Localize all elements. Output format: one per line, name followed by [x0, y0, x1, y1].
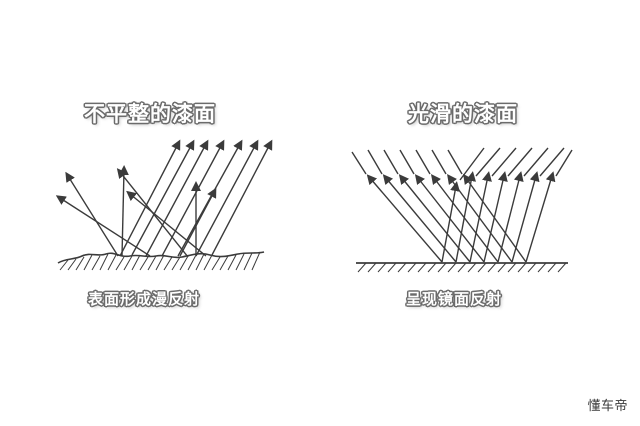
rough-surface-line	[57, 251, 265, 264]
smooth-surface-hatching	[357, 262, 567, 273]
watermark-text: 懂车帝	[587, 399, 628, 414]
incident-rays-right	[441, 147, 573, 263]
diffuse-reflection-caption: 表面形成漫反射	[88, 290, 201, 308]
specular-reflection-caption: 呈现镜面反射	[406, 290, 503, 308]
rough-surface-hatching	[59, 251, 261, 271]
smooth-paint-title: 光滑的漆面	[408, 102, 518, 126]
rough-paint-title: 不平整的漆面	[84, 102, 216, 126]
scattered-rays-left	[55, 165, 217, 258]
reflected-rays-right	[351, 149, 527, 263]
